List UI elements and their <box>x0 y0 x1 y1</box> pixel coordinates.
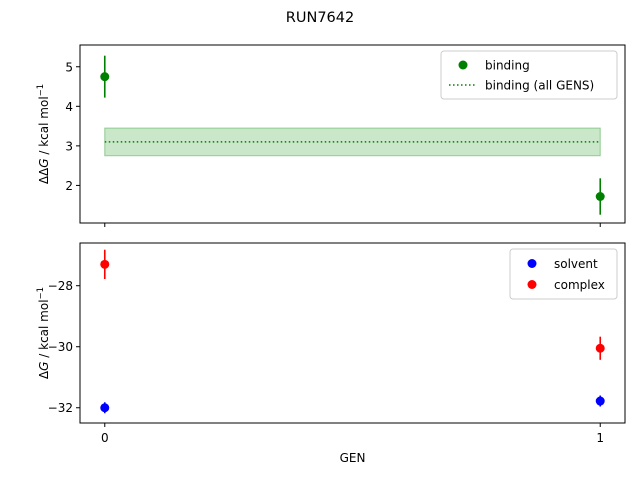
legend-marker-swatch <box>458 60 468 70</box>
data-point <box>100 72 110 82</box>
axes-frame <box>79 242 626 424</box>
legend-label: binding (all GENS) <box>485 79 594 93</box>
legend-label: solvent <box>554 257 598 271</box>
legend-label: binding <box>485 59 530 73</box>
data-point <box>595 343 605 353</box>
data-point <box>100 403 110 413</box>
legend-box <box>440 50 618 100</box>
legend: binding binding (all GENS) <box>440 50 618 100</box>
series-complex <box>100 249 605 360</box>
y-tick-label: −28 <box>48 279 73 293</box>
x-tick-label: 1 <box>596 431 604 445</box>
y-tick-label: 4 <box>65 100 73 114</box>
y-axis-label: ΔG / kcal mol−1 <box>36 287 51 379</box>
legend-label: complex <box>554 278 605 292</box>
y-tick-label: 3 <box>65 139 73 153</box>
figure-title: RUN7642 <box>286 10 354 26</box>
y-tick-label: 2 <box>65 179 73 193</box>
legend-box <box>509 248 618 300</box>
data-point <box>100 259 110 269</box>
data-point <box>595 396 605 406</box>
series-binding-all-gens- <box>104 127 601 157</box>
y-axis-label: ΔΔG / kcal mol−1 <box>36 84 51 184</box>
x-axis-label: GEN <box>340 451 366 465</box>
axes-frame <box>79 44 626 224</box>
data-point <box>595 191 605 201</box>
series-solvent <box>100 395 605 414</box>
y-tick-label: −32 <box>48 401 73 415</box>
legend: solvent complex <box>509 248 618 300</box>
series-binding <box>100 55 605 215</box>
x-tick-label: 0 <box>101 431 109 445</box>
legend-marker-swatch <box>527 280 537 289</box>
legend-marker-swatch <box>527 259 537 268</box>
y-tick-label: 5 <box>65 60 73 74</box>
y-tick-label: −30 <box>48 340 73 354</box>
